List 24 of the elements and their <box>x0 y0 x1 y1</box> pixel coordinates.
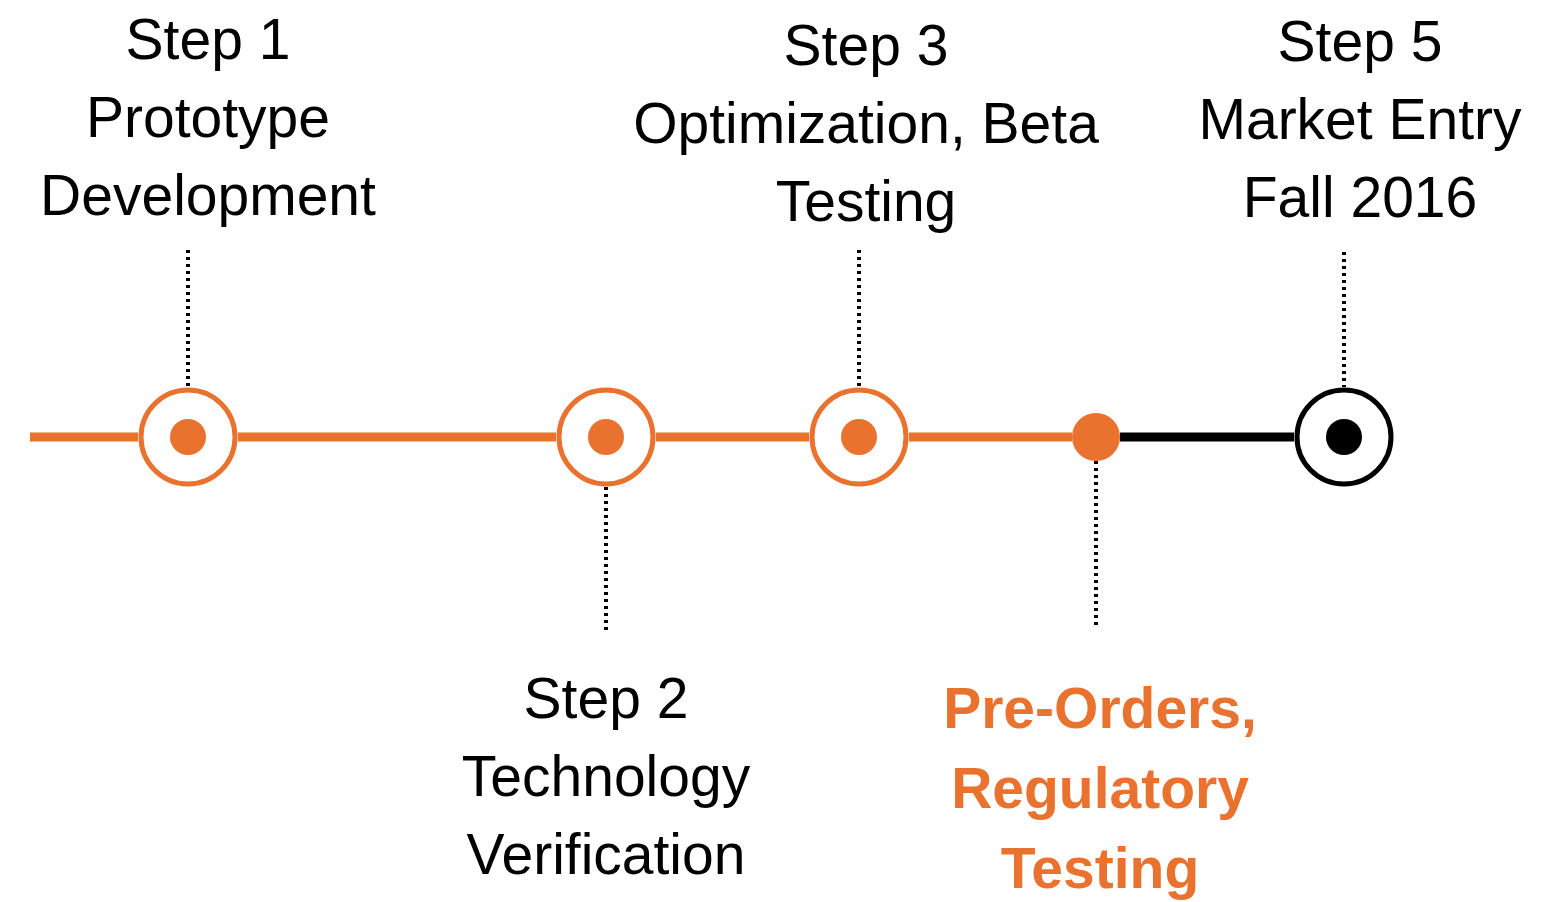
milestone-marker <box>809 387 909 487</box>
timeline-segment <box>30 432 138 442</box>
step-title: Prototype Development <box>39 84 377 229</box>
leader-line <box>1094 461 1098 625</box>
leader-line <box>186 250 190 387</box>
step-heading: Step 3 <box>782 12 950 79</box>
step-title: Technology Verification <box>460 743 752 888</box>
timeline-segment <box>909 432 1072 442</box>
step-heading: Step 5 <box>1276 8 1444 75</box>
leader-line <box>604 487 608 632</box>
milestone-marker <box>1294 387 1394 487</box>
milestone-dot <box>1072 413 1120 461</box>
milestone-marker <box>556 387 656 487</box>
step-title: Optimization, Beta Testing <box>632 90 1100 235</box>
step-heading: Step 1 <box>124 6 292 73</box>
step-heading: Step 2 <box>522 665 690 732</box>
leader-line <box>1342 252 1346 387</box>
leader-line <box>857 250 861 387</box>
timeline-segment <box>238 432 556 442</box>
timeline-segment <box>656 432 809 442</box>
milestone-text: Pre-Orders, Regulatory Testing <box>890 625 1310 902</box>
timeline-segment <box>1120 432 1294 442</box>
milestone-marker <box>138 387 238 487</box>
step-title: Market Entry Fall 2016 <box>1197 86 1523 231</box>
